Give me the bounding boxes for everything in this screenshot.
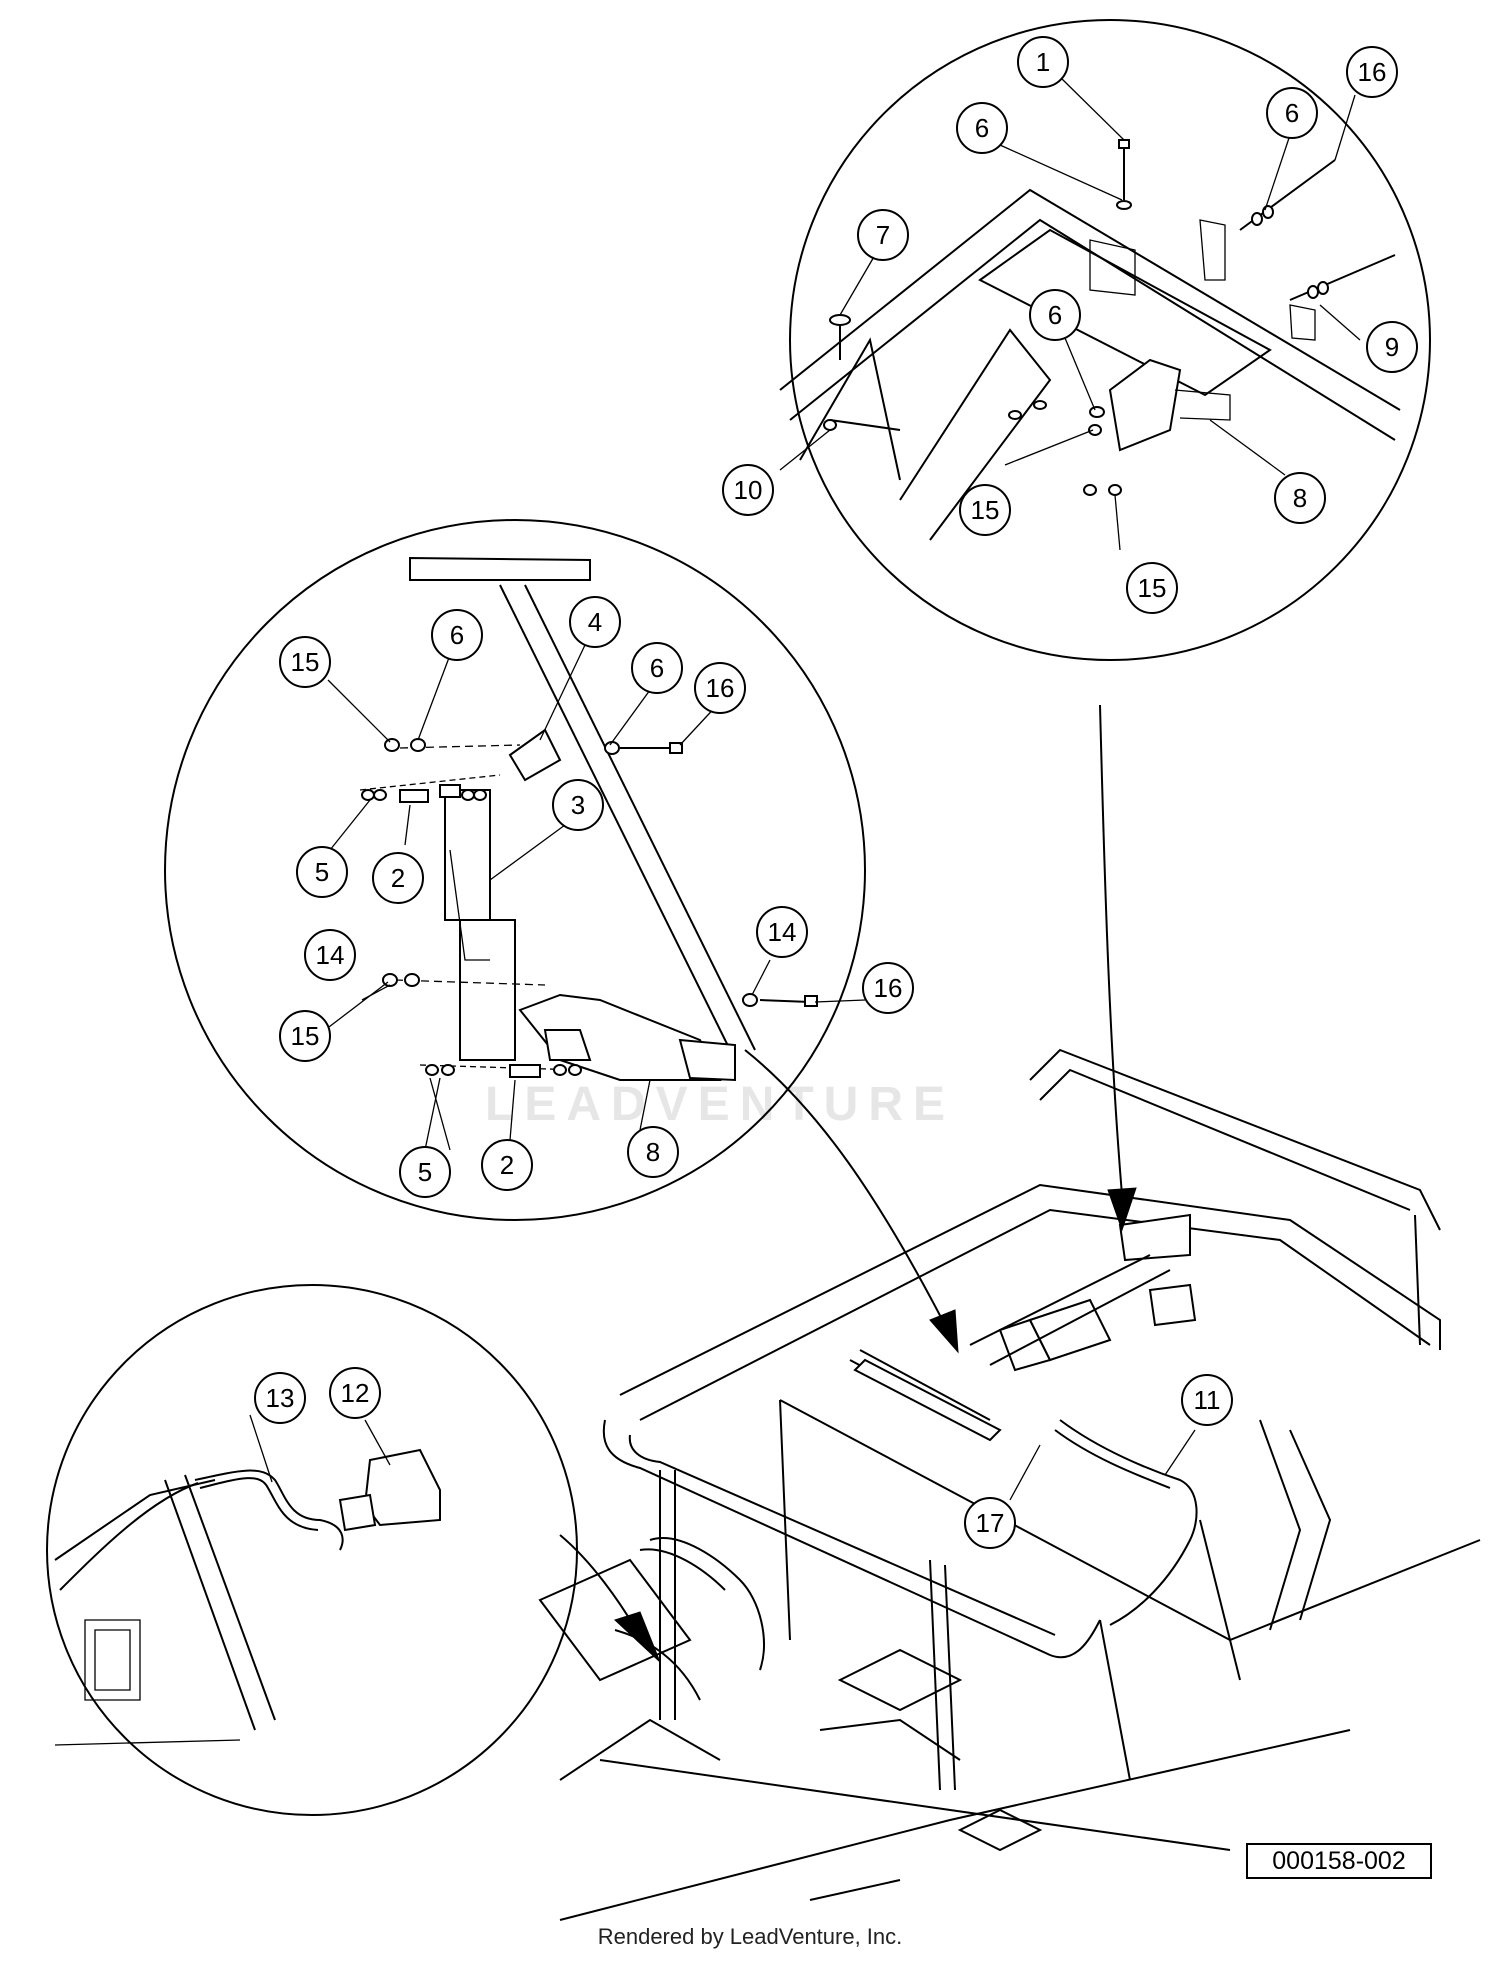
callout-7: 7 <box>857 209 909 261</box>
svg-text:6: 6 <box>450 620 464 650</box>
svg-text:16: 16 <box>874 973 903 1003</box>
svg-text:10: 10 <box>734 475 763 505</box>
callout-8: 8 <box>1274 472 1326 524</box>
callout-16: 16 <box>1346 46 1398 98</box>
svg-text:8: 8 <box>1293 483 1307 513</box>
callout-17: 17 <box>964 1497 1016 1549</box>
svg-text:15: 15 <box>1138 573 1167 603</box>
callout-6: 6 <box>956 102 1008 154</box>
svg-text:16: 16 <box>706 673 735 703</box>
svg-text:1: 1 <box>1036 47 1050 77</box>
svg-text:6: 6 <box>1048 300 1062 330</box>
watermark-text: LEADVENTURE <box>485 1078 955 1131</box>
svg-text:4: 4 <box>588 607 602 637</box>
main-assembly-view: 11 17 <box>538 1048 1481 1921</box>
svg-text:8: 8 <box>646 1137 660 1167</box>
callout-11: 11 <box>1181 1374 1233 1426</box>
svg-text:13: 13 <box>266 1383 295 1413</box>
callout-6: 6 <box>1029 289 1081 341</box>
svg-text:2: 2 <box>500 1150 514 1180</box>
svg-text:14: 14 <box>316 940 345 970</box>
svg-text:7: 7 <box>876 220 890 250</box>
callout-6: 6 <box>431 609 483 661</box>
callout-14: 14 <box>304 929 356 981</box>
svg-text:5: 5 <box>418 1157 432 1187</box>
callout-5: 5 <box>399 1146 451 1198</box>
svg-text:15: 15 <box>291 1021 320 1051</box>
callout-15: 15 <box>279 1010 331 1062</box>
left-detail-view: 13 12 <box>46 1284 578 1816</box>
svg-text:15: 15 <box>291 647 320 677</box>
callout-16: 16 <box>694 662 746 714</box>
svg-text:14: 14 <box>768 917 797 947</box>
callout-15: 15 <box>279 636 331 688</box>
callout-16: 16 <box>862 962 914 1014</box>
drawing-number: 000158-002 <box>1246 1843 1432 1879</box>
callout-2: 2 <box>372 852 424 904</box>
callout-15: 15 <box>959 484 1011 536</box>
svg-text:11: 11 <box>1194 1385 1221 1415</box>
svg-text:15: 15 <box>971 495 1000 525</box>
svg-text:5: 5 <box>315 857 329 887</box>
svg-text:6: 6 <box>650 653 664 683</box>
callout-12: 12 <box>329 1367 381 1419</box>
svg-text:2: 2 <box>391 863 405 893</box>
svg-text:12: 12 <box>341 1378 370 1408</box>
svg-text:3: 3 <box>571 790 585 820</box>
callout-1: 1 <box>1017 36 1069 88</box>
svg-text:9: 9 <box>1385 332 1399 362</box>
callout-10: 10 <box>722 464 774 516</box>
pointer-arrows <box>559 704 1137 1663</box>
callout-8: 8 <box>627 1126 679 1178</box>
footer-credit: Rendered by LeadVenture, Inc. <box>597 1924 903 1949</box>
callout-9: 9 <box>1366 321 1418 373</box>
callout-13: 13 <box>254 1372 306 1424</box>
callout-6: 6 <box>631 642 683 694</box>
callout-2: 2 <box>481 1139 533 1191</box>
callout-15: 15 <box>1126 562 1178 614</box>
middle-detail-view: 15 6 4 6 16 3 5 2 14 14 16 15 5 2 8 <box>164 519 914 1221</box>
svg-text:17: 17 <box>976 1508 1005 1538</box>
callout-4: 4 <box>569 596 621 648</box>
callout-14: 14 <box>756 906 808 958</box>
top-detail-view: 1 6 6 16 7 6 9 10 15 8 15 <box>722 19 1431 661</box>
svg-text:6: 6 <box>1285 98 1299 128</box>
callout-3: 3 <box>552 779 604 831</box>
svg-text:6: 6 <box>975 113 989 143</box>
svg-text:16: 16 <box>1358 57 1387 87</box>
callout-6: 6 <box>1266 87 1318 139</box>
callout-5: 5 <box>296 846 348 898</box>
